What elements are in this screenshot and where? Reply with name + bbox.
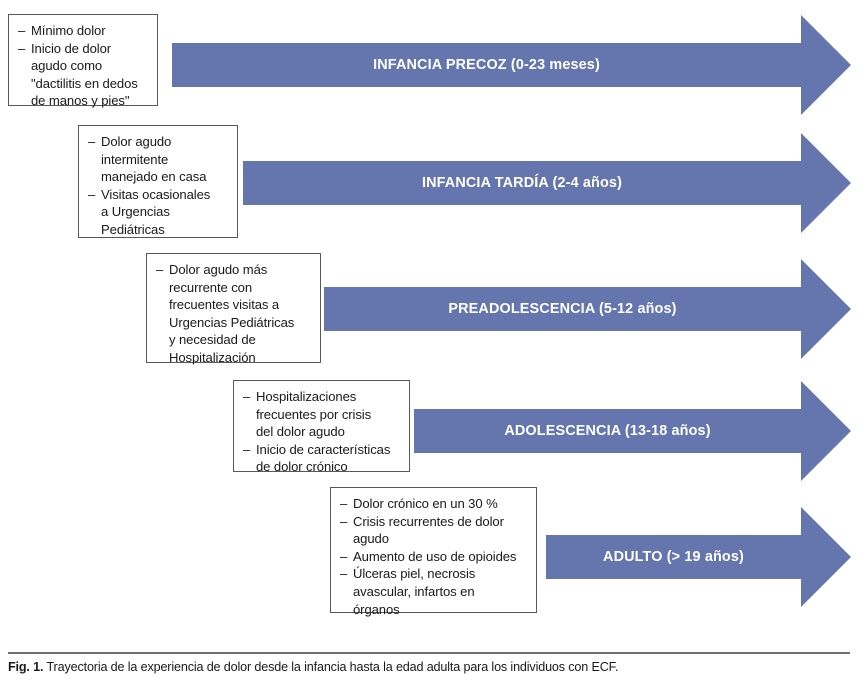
bullet-text: Dolor agudo intermitente manejado en cas…	[101, 134, 207, 185]
figure-caption: Fig. 1. Trayectoria de la experiencia de…	[8, 659, 853, 676]
stage-text-box-2: –Dolor agudo intermitente manejado en ca…	[78, 125, 238, 238]
arrow-right-icon	[172, 15, 851, 115]
list-item: –Crisis recurrentes de dolor agudo	[340, 513, 527, 548]
bullet-text: Dolor crónico en un 30 %	[353, 496, 498, 511]
figure-caption-label: Fig. 1.	[8, 660, 44, 674]
list-item: –Úlceras piel, necrosis avascular, infar…	[340, 565, 527, 618]
bullet-dash-icon: –	[243, 441, 251, 457]
bullet-text: Crisis recurrentes de dolor agudo	[353, 513, 504, 547]
bullet-text: Dolor agudo más recurrente con frecuente…	[169, 262, 295, 365]
bullet-text: Úlceras piel, necrosis avascular, infart…	[353, 566, 476, 617]
list-item: –Dolor agudo más recurrente con frecuent…	[156, 261, 311, 367]
stage-text-box-3: –Dolor agudo más recurrente con frecuent…	[146, 253, 321, 365]
arrow-right-icon	[243, 133, 851, 233]
stage-arrow-1: INFANCIA PRECOZ (0-23 meses)	[172, 15, 851, 115]
bullet-text: Hospitalizaciones frecuentes por crisis …	[256, 389, 372, 440]
bullet-text: Mínimo dolor	[31, 23, 106, 38]
bullet-list-1: –Mínimo dolor –Inicio de dolor agudo com…	[18, 22, 148, 110]
stage-arrow-4: ADOLESCENCIA (13-18 años)	[414, 381, 851, 481]
stage-text-box-5: –Dolor crónico en un 30 % –Crisis recurr…	[330, 487, 537, 617]
stage-text-box-4: –Hospitalizaciones frecuentes por crisis…	[233, 380, 410, 474]
bullet-list-4: –Hospitalizaciones frecuentes por crisis…	[243, 388, 400, 476]
bullet-dash-icon: –	[88, 186, 96, 202]
bullet-dash-icon: –	[18, 23, 26, 38]
list-item: –Dolor agudo intermitente manejado en ca…	[88, 133, 228, 186]
stage-arrow-5: ADULTO (> 19 años)	[546, 507, 851, 607]
caption-divider	[8, 652, 850, 654]
bullet-dash-icon: –	[340, 548, 348, 564]
bullet-dash-icon: –	[340, 496, 348, 511]
bullet-dash-icon: –	[88, 134, 96, 149]
bullet-text: Aumento de uso de opioides	[353, 548, 517, 564]
list-item: –Mínimo dolor	[18, 22, 148, 40]
stage-arrow-3: PREADOLESCENCIA (5-12 años)	[324, 259, 851, 359]
bullet-dash-icon: –	[243, 389, 251, 404]
arrow-right-icon	[546, 507, 851, 607]
bullet-text: Visitas ocasionales a Urgencias Pediátri…	[101, 186, 211, 237]
stage-diagram: –Mínimo dolor –Inicio de dolor agudo com…	[8, 14, 851, 617]
list-item: –Visitas ocasionales a Urgencias Pediátr…	[88, 186, 228, 239]
arrow-right-icon	[324, 259, 851, 359]
bullet-list-5: –Dolor crónico en un 30 % –Crisis recurr…	[340, 495, 527, 618]
stage-arrow-2: INFANCIA TARDÍA (2-4 años)	[243, 133, 851, 233]
bullet-list-3: –Dolor agudo más recurrente con frecuent…	[156, 261, 311, 367]
bullet-text: Inicio de dolor agudo como "dactilitis e…	[31, 40, 138, 109]
list-item: –Inicio de características de dolor crón…	[243, 441, 400, 476]
bullet-dash-icon: –	[156, 262, 164, 277]
bullet-text: Inicio de características de dolor cróni…	[256, 441, 391, 475]
stage-text-box-1: –Mínimo dolor –Inicio de dolor agudo com…	[8, 14, 158, 108]
bullet-list-2: –Dolor agudo intermitente manejado en ca…	[88, 133, 228, 239]
arrow-right-icon	[414, 381, 851, 481]
list-item: –Dolor crónico en un 30 %	[340, 495, 527, 513]
list-item: –Hospitalizaciones frecuentes por crisis…	[243, 388, 400, 441]
bullet-dash-icon: –	[340, 566, 348, 582]
list-item: –Inicio de dolor agudo como "dactilitis …	[18, 40, 148, 110]
figure-caption-text: Trayectoria de la experiencia de dolor d…	[46, 660, 619, 674]
bullet-dash-icon: –	[18, 40, 26, 56]
list-item: –Aumento de uso de opioides	[340, 548, 527, 566]
bullet-dash-icon: –	[340, 513, 348, 529]
